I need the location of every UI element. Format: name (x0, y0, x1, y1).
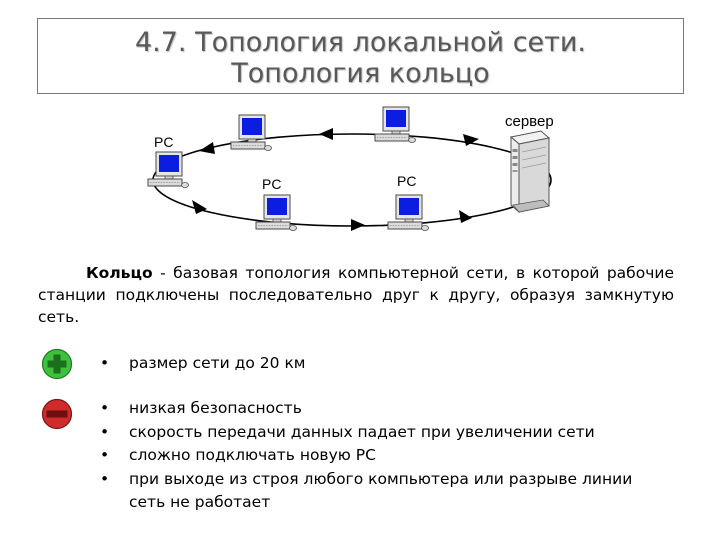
pc-top-left (230, 114, 272, 151)
pc-left (147, 151, 189, 188)
server-label: сервер (505, 113, 554, 130)
arrow-top-right (463, 134, 479, 146)
arrow-top (319, 128, 333, 140)
pc-right-label: PC (397, 173, 417, 189)
advantages-list: •размер сети до 20 км (100, 352, 306, 376)
server-icon (509, 130, 551, 214)
list-item: •скорость передачи данных падает при уве… (100, 422, 595, 441)
list-item: •сложно подключать новую PC (100, 446, 376, 464)
description-term: Кольцо (86, 264, 153, 282)
pc-inner-label: PC (262, 176, 282, 192)
pc-left-label: PC (154, 134, 174, 150)
page-title-line-1: 4.7. Топология локальной сети. (134, 27, 587, 58)
pc-top-right (374, 106, 416, 143)
disadvantages-list: •низкая безопасность •скорость передачи … (100, 397, 649, 515)
description-text: - базовая топология компьютерной сети, в… (38, 264, 674, 326)
arrow-bottom (351, 219, 365, 231)
arrow-bottom-right (459, 210, 472, 223)
list-item: •размер сети до 20 км (100, 354, 306, 372)
arrow-bottom-left (192, 200, 207, 214)
plus-icon (41, 348, 73, 380)
page-title-line-2: Топология кольцо (231, 58, 490, 89)
arrow-top-left (199, 142, 215, 154)
pc-bottom-right (387, 194, 429, 231)
list-item: •при выходе из строя любого компьютера и… (100, 469, 633, 512)
ring-arrows (192, 128, 479, 231)
title-box: 4.7. Топология локальной сети. Топология… (37, 18, 684, 94)
minus-icon (41, 398, 73, 430)
pc-bottom-left (255, 194, 297, 231)
list-item: •низкая безопасность (100, 399, 302, 417)
topology-description: Кольцо - базовая топология компьютерной … (38, 262, 674, 328)
